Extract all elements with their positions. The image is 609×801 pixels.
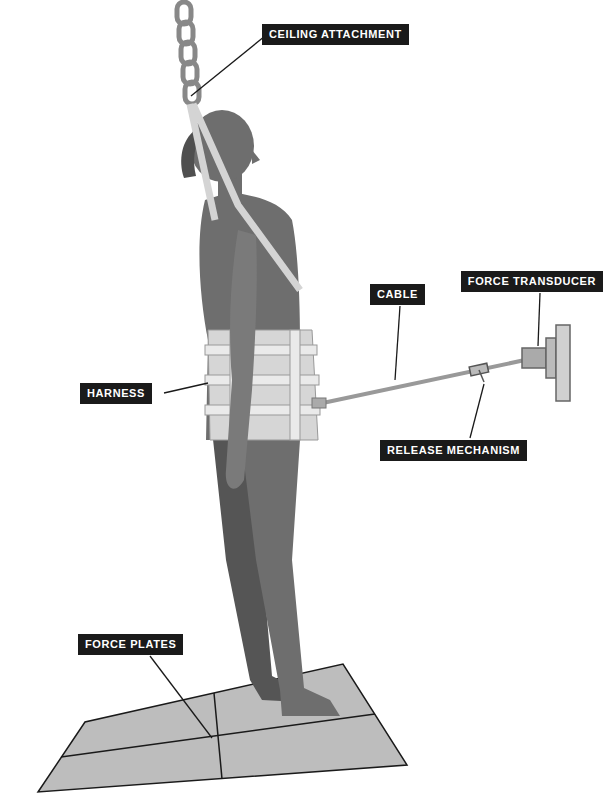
part-label: RELEASE MECHANISM [380,440,527,461]
cable [312,360,525,408]
part-label: CABLE [370,284,425,305]
part-label: FORCE PLATES [78,634,183,655]
harness [205,330,320,440]
force-transducer [522,325,570,401]
part-label: FORCE TRANSDUCER [461,271,603,292]
release-mechanism [469,363,488,382]
chain [177,2,199,104]
part-label: HARNESS [80,383,152,404]
part-label: CEILING ATTACHMENT [262,24,409,45]
force-plates [38,664,407,792]
leader-lines [150,36,540,738]
